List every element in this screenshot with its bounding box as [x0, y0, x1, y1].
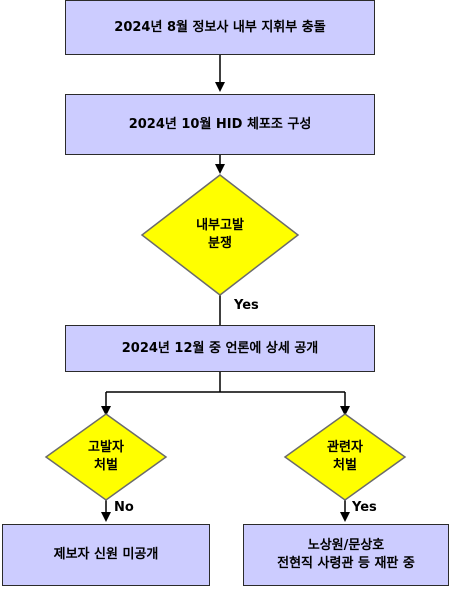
edge-label-yes-right: Yes — [352, 500, 377, 515]
outcome-on-trial-line1: 노상원/문상호 — [307, 538, 385, 554]
step-command-conflict: 2024년 8월 정보사 내부 지휘부 충돌 — [65, 0, 375, 55]
decision-punish-involved-line2: 처벌 — [333, 457, 357, 473]
step-media-disclosure-text: 2024년 12월 중 언론에 상세 공개 — [121, 340, 319, 356]
decision-punish-whistleblower-label: 고발자 처벌 — [66, 439, 146, 474]
decision-punish-involved-label: 관련자 처벌 — [305, 439, 385, 474]
decision-punish-involved — [283, 413, 407, 501]
step-hid-arrest-team-text: 2024년 10월 HID 체포조 구성 — [128, 116, 312, 132]
decision-punish-whistleblower-line1: 고발자 — [88, 440, 124, 455]
decision-punish-involved-line1: 관련자 — [327, 440, 363, 455]
outcome-on-trial-line2: 전현직 사령관 등 재판 중 — [277, 556, 415, 571]
outcome-on-trial: 노상원/문상호 전현직 사령관 등 재판 중 — [243, 524, 449, 586]
outcome-identity-undisclosed-text: 제보자 신원 미공개 — [53, 547, 159, 563]
decision-punish-whistleblower-line2: 처벌 — [94, 457, 118, 473]
decision-whistleblow-dispute-line1: 내부고발 — [196, 218, 244, 233]
decision-whistleblow-dispute — [140, 174, 300, 296]
decision-punish-whistleblower — [44, 413, 168, 501]
edge-label-yes-main: Yes — [234, 298, 259, 313]
decision-whistleblow-dispute-label: 내부고발 분쟁 — [170, 217, 270, 252]
step-hid-arrest-team: 2024년 10월 HID 체포조 구성 — [65, 94, 375, 155]
edge-label-no-left: No — [114, 500, 134, 515]
outcome-identity-undisclosed: 제보자 신원 미공개 — [2, 524, 210, 586]
step-media-disclosure: 2024년 12월 중 언론에 상세 공개 — [65, 325, 375, 372]
step-command-conflict-text: 2024년 8월 정보사 내부 지휘부 충돌 — [114, 19, 326, 35]
decision-whistleblow-dispute-line2: 분쟁 — [208, 235, 232, 251]
